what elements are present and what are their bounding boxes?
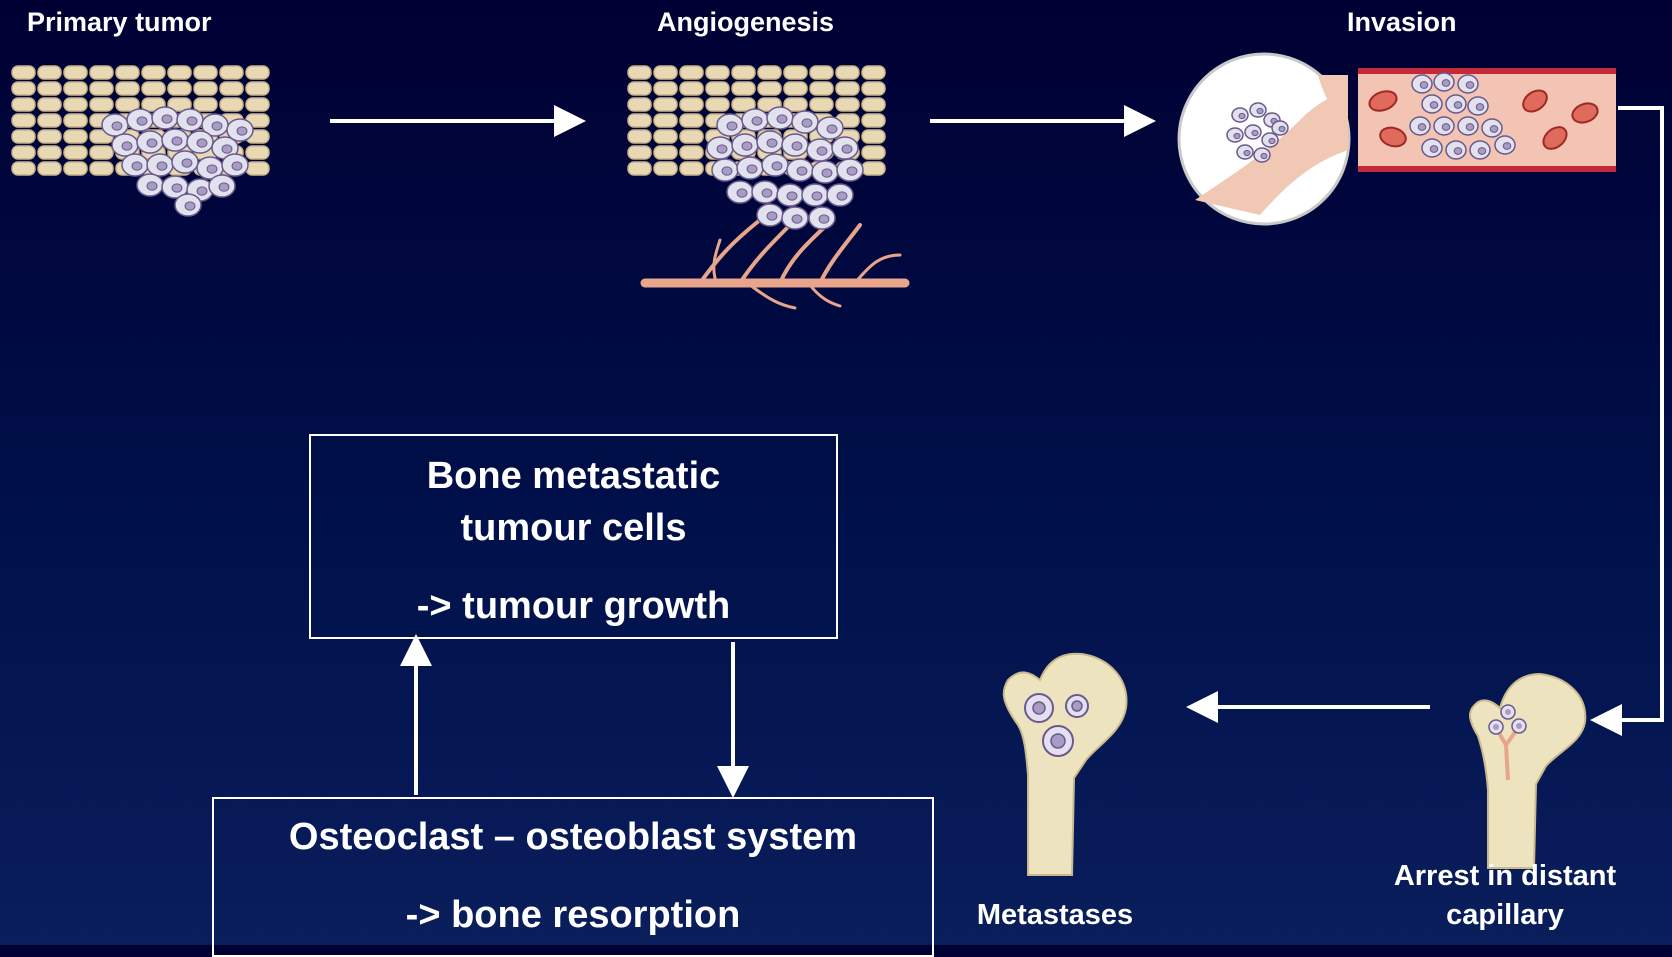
tumour-box-line2: tumour cells xyxy=(311,502,836,554)
label-arrest-in-distant-capillary: Arrest in distant capillary xyxy=(1370,857,1640,935)
primary-tumor-illustration xyxy=(12,66,269,216)
osteo-box-line1: Osteoclast – osteoblast system xyxy=(214,811,932,863)
tumor-cells xyxy=(707,107,863,229)
metastases-bone-illustration xyxy=(1004,654,1127,875)
tumor-cells xyxy=(102,107,253,216)
tumour-box-line1: Bone metastatic xyxy=(311,450,836,502)
label-metastases: Metastases xyxy=(960,896,1150,935)
tumour-cells-box: Bone metastatic tumour cells -> tumour g… xyxy=(309,434,838,639)
arrow-invasion-to-arrest xyxy=(1596,108,1662,720)
arrest-line1: Arrest in distant xyxy=(1394,860,1616,892)
arrest-bone-illustration xyxy=(1470,674,1585,868)
tumour-box-line3: -> tumour growth xyxy=(311,580,836,632)
angiogenesis-illustration xyxy=(628,66,905,308)
osteo-box-line2: -> bone resorption xyxy=(214,889,932,941)
arrest-line2: capillary xyxy=(1446,899,1564,931)
blood-vessel-branches xyxy=(645,220,905,308)
osteo-system-box: Osteoclast – osteoblast system -> bone r… xyxy=(212,797,934,957)
invasion-illustration xyxy=(1179,54,1616,224)
